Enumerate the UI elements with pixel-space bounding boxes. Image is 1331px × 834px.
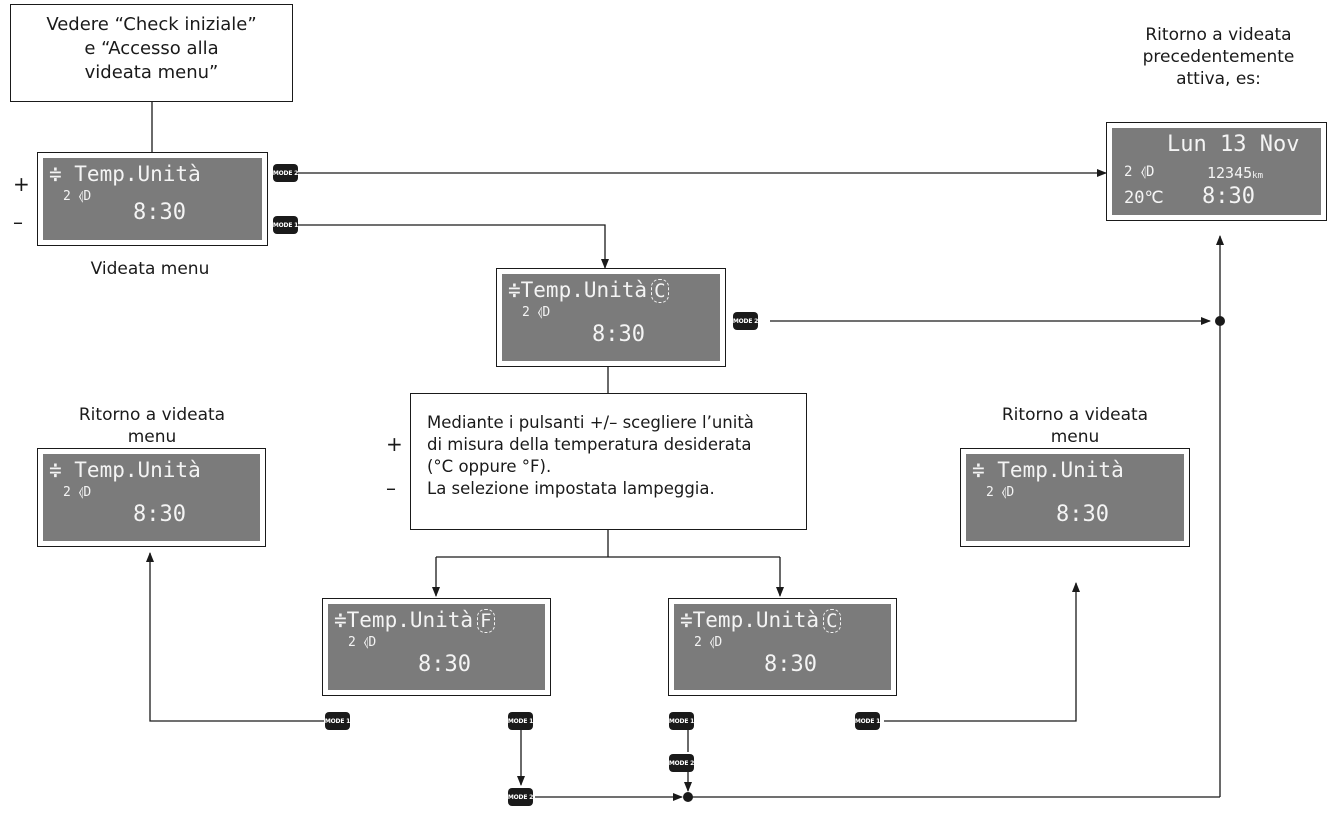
mode2-button[interactable]: MODE 2 [273, 164, 298, 182]
lcd-gear-indicator: 2 ⦉D [1124, 164, 1155, 180]
instruction-line: (°C oppure °F). [427, 457, 552, 476]
instruction-note: Mediante i pulsanti +/– scegliere l’unit… [410, 393, 807, 530]
junction-dot-right [1215, 316, 1225, 326]
lcd-gear-indicator: 2 ⦉D [63, 189, 92, 204]
lcd-title-text: ≑Temp.Unità [680, 608, 820, 632]
lcd-unit-blinking: C [823, 609, 841, 633]
start-note-line: Vedere “Check iniziale” [46, 14, 257, 35]
caption-line: Ritorno a videata [78, 405, 226, 425]
junction-dot-bottom [683, 792, 693, 802]
minus-symbol: – [13, 210, 23, 234]
minus-symbol: – [386, 476, 396, 500]
display-return-right: ≑ Temp.Unità 2 ⦉D 8:30 [960, 448, 1190, 547]
lcd-unit-blinking: C [651, 279, 669, 303]
lcd-time: 8:30 [133, 502, 186, 527]
caption-menu-screen: Videata menu [90, 259, 210, 279]
lcd-title: ≑ Temp.Unità [972, 458, 1124, 482]
lcd-time: 8:30 [418, 652, 471, 677]
mode1-button[interactable]: MODE 1 [325, 712, 350, 730]
caption-line: menu [127, 427, 177, 447]
lcd-unit-blinking: F [477, 609, 495, 633]
caption-line: attiva, es: [1176, 69, 1261, 89]
lcd-time: 8:30 [133, 200, 186, 225]
lcd-title: ≑ Temp.Unità [49, 162, 201, 186]
caption-line: Ritorno a videata [1001, 405, 1149, 425]
caption-return-menu-left: Ritorno a videata menu [37, 404, 267, 448]
arrow-mode1-to-return-right [884, 582, 1080, 722]
start-note-line: e “Accesso alla [84, 38, 219, 59]
instruction-line: La selezione impostata lampeggia. [427, 479, 715, 498]
caption-return-previous: Ritorno a videata precedentemente attiva… [1106, 24, 1331, 90]
plus-symbol: + [13, 172, 30, 196]
mode1-button[interactable]: MODE 1 [669, 712, 694, 730]
lcd-date: Lun 13 Nov [1167, 132, 1300, 157]
instruction-line: Mediante i pulsanti +/– scegliere l’unit… [427, 413, 754, 432]
caption-line: menu [1050, 427, 1100, 447]
lcd-gear-indicator: 2 ⦉D [348, 635, 377, 650]
arrow-mode1-to-return-left [146, 552, 324, 722]
lcd-gear-indicator: 2 ⦉D [522, 305, 551, 320]
lcd-gear-indicator: 2 ⦉D [986, 485, 1015, 500]
lcd-gear-indicator: 2 ⦉D [63, 485, 92, 500]
lcd-screen: Lun 13 Nov 2 ⦉D 12345km 20℃ 8:30 [1112, 128, 1321, 215]
caption-line: Ritorno a videata [1145, 25, 1292, 45]
caption-return-menu-right: Ritorno a videata menu [960, 404, 1190, 448]
odometer-value: 12345 [1207, 164, 1253, 182]
start-note-line: videata menu” [84, 62, 219, 83]
lcd-title-text: ≑Temp.Unità [334, 608, 474, 632]
plus-symbol: + [386, 432, 403, 456]
mode2-button[interactable]: MODE 2 [733, 312, 758, 330]
lcd-screen: ≑ Temp.Unità 2 ⦉D 8:30 [966, 454, 1184, 541]
lcd-time: 8:30 [1202, 184, 1255, 209]
mode1-button[interactable]: MODE 1 [508, 712, 533, 730]
start-note: Vedere “Check iniziale” e “Accesso alla … [10, 4, 293, 102]
lcd-time: 8:30 [592, 322, 645, 347]
lcd-temperature: 20℃ [1124, 188, 1164, 208]
arrow-mode1-to-celsius-select [286, 224, 609, 269]
lcd-screen: ≑ Temp.Unità 2 ⦉D 8:30 [43, 454, 260, 541]
instruction-line: di misura della temperatura desiderata [427, 435, 752, 454]
mode1-button[interactable]: MODE 1 [855, 712, 880, 730]
mode2-button[interactable]: MODE 2 [508, 788, 533, 806]
lcd-title-text: ≑Temp.Unità [508, 278, 648, 302]
lcd-title: ≑ Temp.Unità [49, 458, 201, 482]
lcd-screen: ≑ Temp.Unità 2 ⦉D 8:30 [43, 158, 262, 240]
lcd-odometer: 12345km [1207, 164, 1263, 182]
display-return-left: ≑ Temp.Unità 2 ⦉D 8:30 [37, 448, 266, 547]
display-menu: ≑ Temp.Unità 2 ⦉D 8:30 [37, 152, 268, 246]
mode2-button[interactable]: MODE 2 [669, 754, 694, 772]
lcd-time: 8:30 [1056, 502, 1109, 527]
mode1-button[interactable]: MODE 1 [273, 216, 298, 234]
display-previous: Lun 13 Nov 2 ⦉D 12345km 20℃ 8:30 [1106, 122, 1327, 221]
lcd-time: 8:30 [764, 652, 817, 677]
lcd-gear-indicator: 2 ⦉D [694, 635, 723, 650]
caption-line: precedentemente [1142, 47, 1295, 67]
odometer-unit: km [1252, 171, 1263, 181]
